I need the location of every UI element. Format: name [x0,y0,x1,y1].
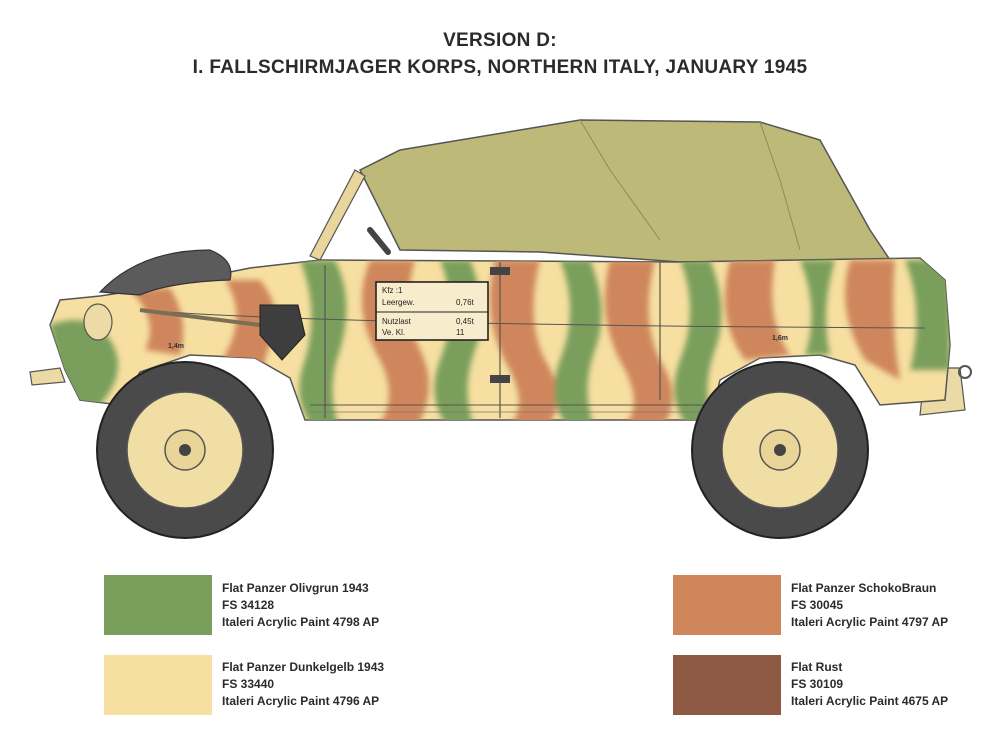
spare-wheel [98,249,232,296]
paint-italeri: Italeri Acrylic Paint 4796 AP [222,694,380,708]
plate-nutzlast-label: Nutzlast [382,317,412,326]
plate-leergew-value: 0,76t [456,298,475,307]
paint-name: Flat Panzer Dunkelgelb 1943 [222,660,385,674]
paint-name: Flat Panzer SchokoBraun [791,581,937,595]
plate-nutzlast-value: 0,45t [456,317,475,326]
paint-italeri: Italeri Acrylic Paint 4675 AP [791,694,949,708]
hinge-top [490,267,510,275]
paint-fs: FS 34128 [222,598,275,612]
rear-wheel [691,361,869,539]
plate-vekl-value: 11 [456,328,465,337]
canvas-fold-1 [579,119,661,241]
paint-fs: FS 30109 [791,677,844,691]
plate-vekl-label: Ve. Kl. [382,328,405,337]
front-marking: 1,4m [168,343,184,350]
paint-label-rust: Flat Rust FS 30109 Italeri Acrylic Paint… [791,659,948,710]
swatch-olivgrun [104,575,212,635]
paint-fs: FS 33440 [222,677,275,691]
swatch-schokobraun [673,575,781,635]
unit-subtitle: I. FALLSCHIRMJAGER KORPS, NORTHERN ITALY… [192,57,808,78]
front-wheel [96,361,274,539]
paint-name: Flat Panzer Olivgrun 1943 [222,581,369,595]
paint-italeri: Italeri Acrylic Paint 4797 AP [791,615,949,629]
front-bumper [29,367,66,386]
headlight [83,303,113,341]
hinge-bottom [490,375,510,383]
plate-kfz: Kfz :1 [382,286,403,295]
paint-name: Flat Rust [791,660,843,674]
version-title: VERSION D: [443,30,557,51]
data-plate: Kfz :1 Leergew. 0,76t Nutzlast 0,45t Ve.… [375,281,489,341]
paint-fs: FS 30045 [791,598,844,612]
windshield-frame [309,169,366,261]
canvas-fold-2 [759,121,801,251]
paint-italeri: Italeri Acrylic Paint 4798 AP [222,615,380,629]
kubelwagen-illustration: Kfz :1 Leergew. 0,76t Nutzlast 0,45t Ve.… [29,119,972,539]
shovel [139,304,306,361]
paint-label-schokobraun: Flat Panzer SchokoBraun FS 30045 Italeri… [791,580,948,631]
plate-leergew-label: Leergew. [382,298,414,307]
rear-tow-hook [958,365,972,379]
swatch-rust [673,655,781,715]
paint-label-olivgrun: Flat Panzer Olivgrun 1943 FS 34128 Itale… [222,580,379,631]
steering-column [367,227,391,255]
rear-marking: 1,6m [772,335,788,342]
paint-label-dunkelgelb: Flat Panzer Dunkelgelb 1943 FS 33440 Ita… [222,659,384,710]
swatch-dunkelgelb [104,655,212,715]
